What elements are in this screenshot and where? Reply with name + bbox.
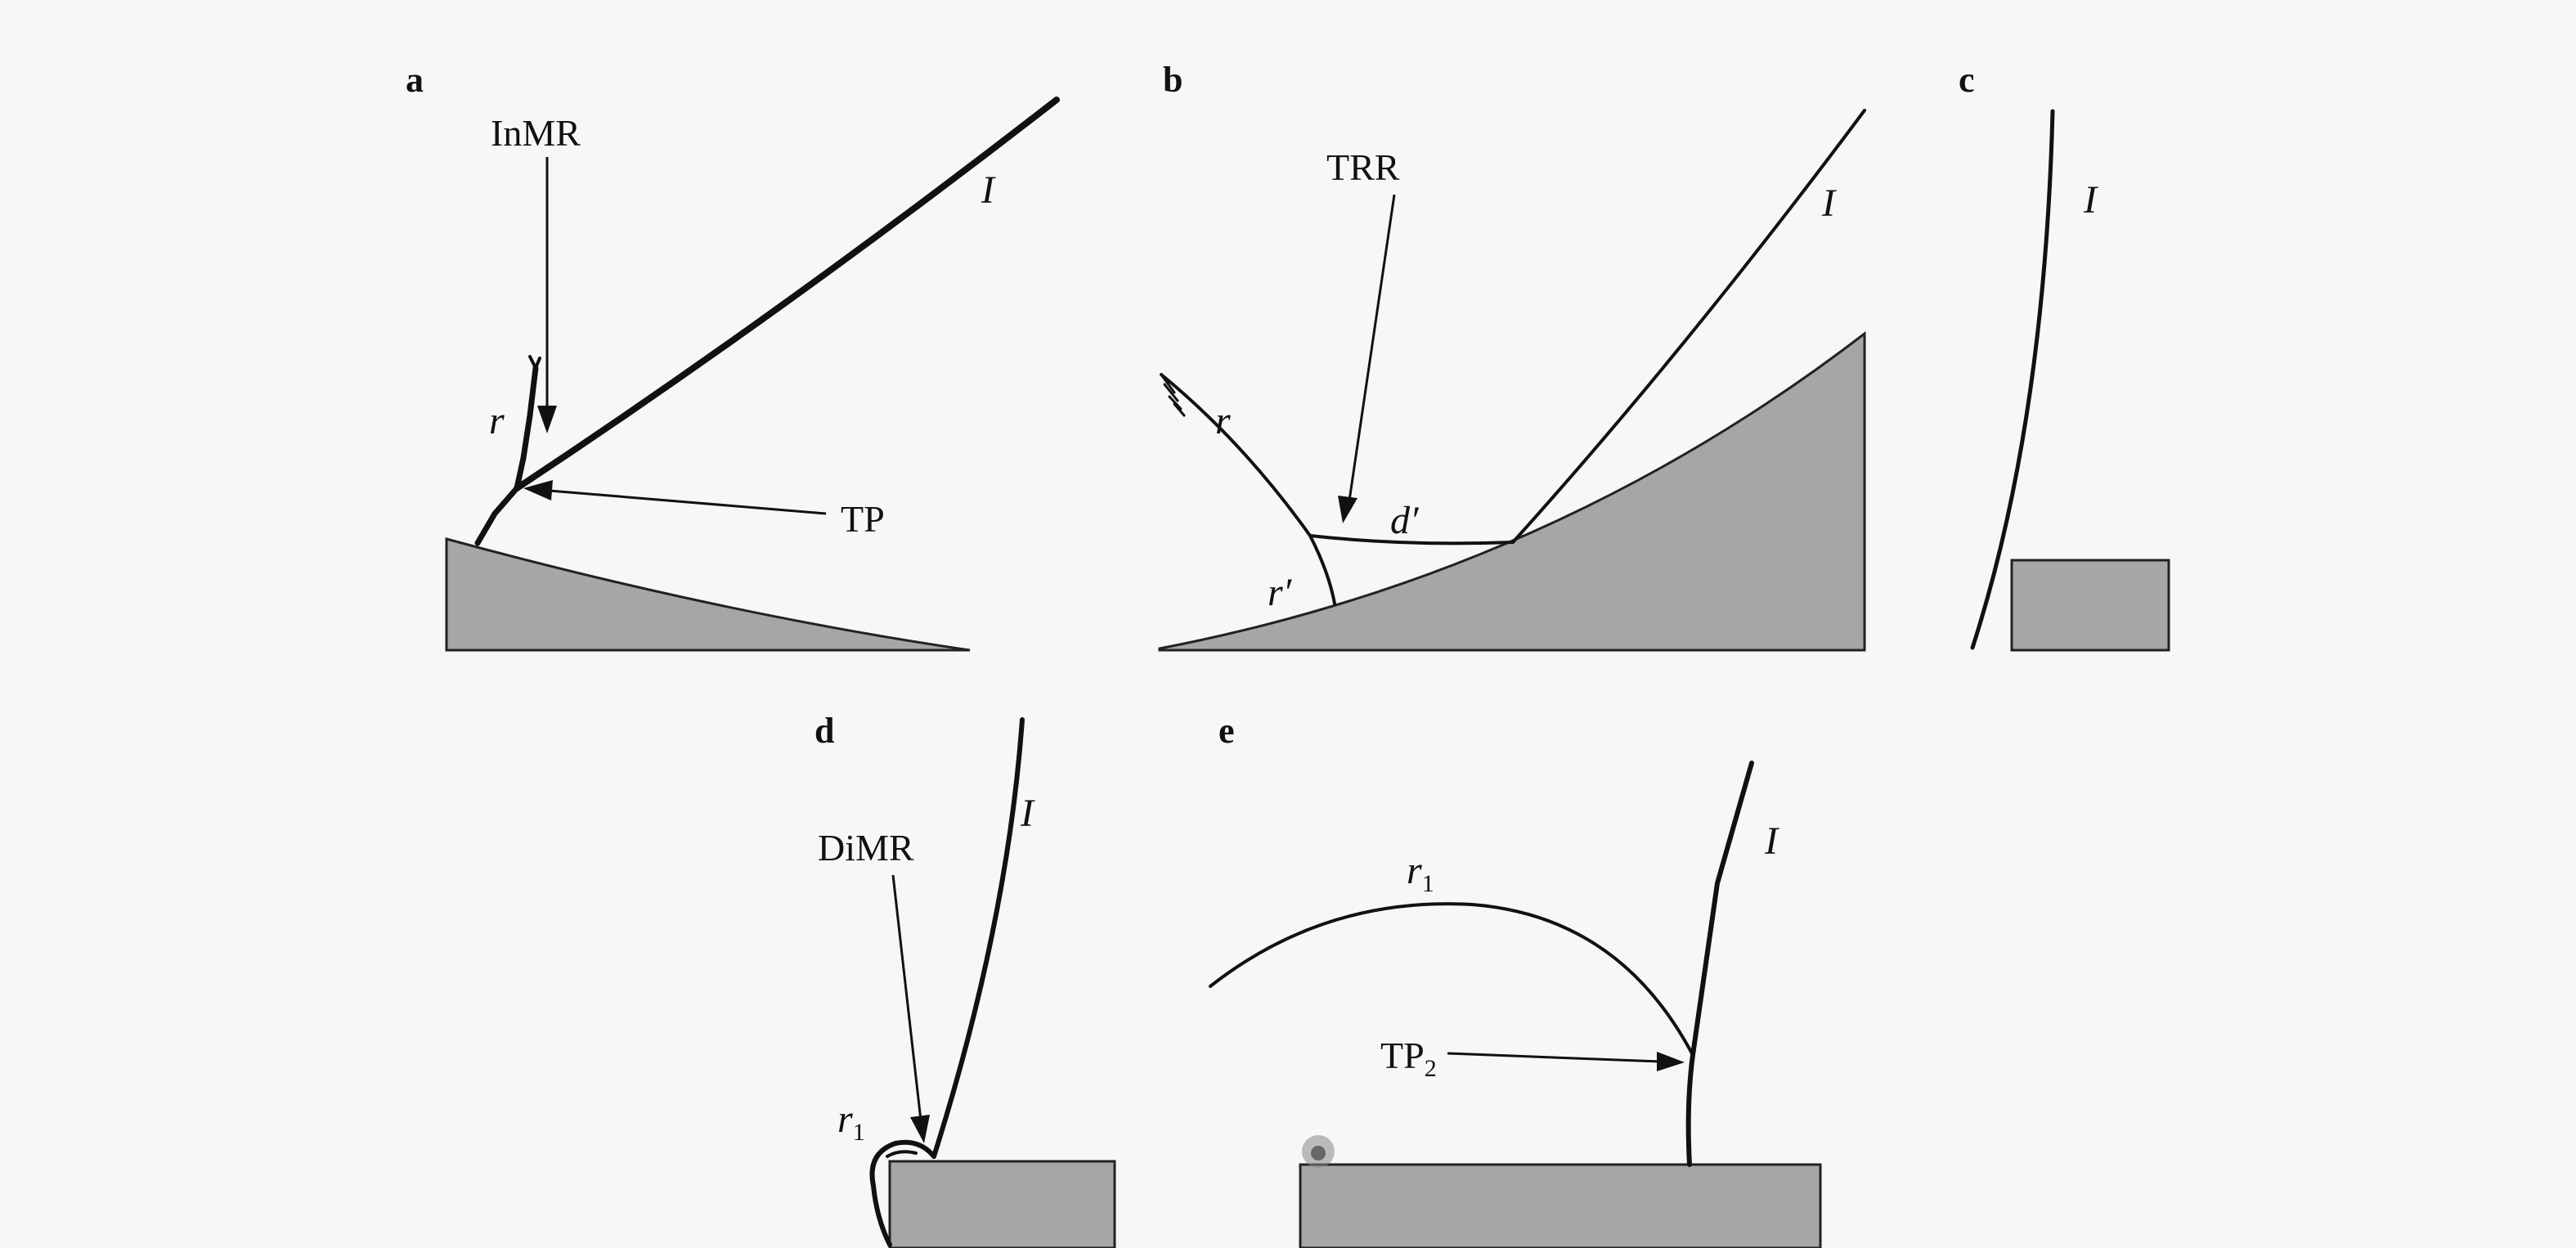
panel-b: b TRR I r d′ r′ (1158, 60, 1866, 652)
label-tp2-sub: 2 (1425, 1055, 1437, 1082)
incident-shock-b (1511, 109, 1866, 544)
reflected-loop-d (869, 1139, 936, 1247)
label-tp2-base: TP (1380, 1035, 1425, 1076)
label-reflected-b: r (1215, 399, 1231, 442)
smudge-core-e (1311, 1146, 1326, 1160)
label-inmr: InMR (491, 112, 581, 154)
block-e (1299, 1163, 1822, 1248)
incident-shock-d (931, 717, 1025, 1159)
label-reflected-d-base: r (837, 1098, 853, 1141)
label-reflected-a: r (489, 399, 505, 442)
reflected-tip-a (528, 355, 541, 370)
label-tp-a: TP (841, 498, 885, 540)
label-incident-a: I (981, 168, 996, 212)
label-mach-stem-b: d′ (1390, 499, 1420, 542)
inmr-arrow-head (537, 406, 557, 433)
label-reflected-d-sub: 1 (853, 1119, 865, 1146)
dimr-arrow (891, 874, 922, 1121)
wedge-a (445, 537, 971, 652)
incident-shock-a (514, 97, 1060, 492)
panel-e: e I r1 TP2 (1209, 711, 1822, 1248)
panel-letter-c: c (1959, 60, 1975, 100)
incident-shock-c (1970, 109, 2055, 650)
panel-c: c I (1959, 60, 2170, 652)
block-d (888, 1160, 1116, 1248)
label-incident-e: I (1764, 819, 1779, 863)
incident-shock-e (1690, 761, 1754, 1057)
label-tp2: TP2 (1380, 1035, 1437, 1082)
panel-d: d DiMR I r1 (815, 711, 1116, 1248)
tp-arrow-head-a (523, 480, 553, 501)
reflected-shock-b (1160, 373, 1312, 537)
mach-stem-e (1685, 1053, 1695, 1167)
label-incident-d: I (1020, 792, 1035, 835)
second-reflected-b (1308, 534, 1336, 605)
dimr-arrow-head (910, 1115, 930, 1143)
label-reflected-e: r1 (1407, 849, 1434, 897)
label-reflected-d: r1 (837, 1098, 865, 1146)
panel-a: a InMR TP I r (406, 60, 1060, 652)
label-second-reflected-b: r′ (1268, 571, 1293, 614)
label-incident-c: I (2083, 178, 2098, 222)
reflected-tip-b (1160, 373, 1186, 417)
label-trr: TRR (1326, 146, 1400, 188)
label-dimr: DiMR (818, 827, 914, 869)
tp-arrow-a (549, 489, 827, 515)
reflected-inner-d (886, 1150, 918, 1158)
panel-letter-b: b (1163, 60, 1183, 100)
trr-arrow-head (1338, 496, 1358, 523)
panel-letter-d: d (815, 711, 834, 751)
panel-letter-e: e (1218, 711, 1235, 751)
trr-arrow (1348, 194, 1396, 501)
reflected-shock-a (474, 365, 539, 546)
reflected-arc-e (1209, 902, 1694, 1057)
label-incident-b: I (1821, 182, 1837, 225)
tp2-arrow-head (1657, 1052, 1685, 1071)
label-reflected-e-base: r (1407, 849, 1422, 892)
mach-stem-b (1308, 534, 1515, 545)
label-reflected-e-sub: 1 (1422, 870, 1434, 897)
tp2-arrow (1447, 1052, 1661, 1063)
block-c (2010, 559, 2170, 652)
wedge-b (1158, 330, 1866, 652)
panel-letter-a: a (406, 60, 424, 100)
